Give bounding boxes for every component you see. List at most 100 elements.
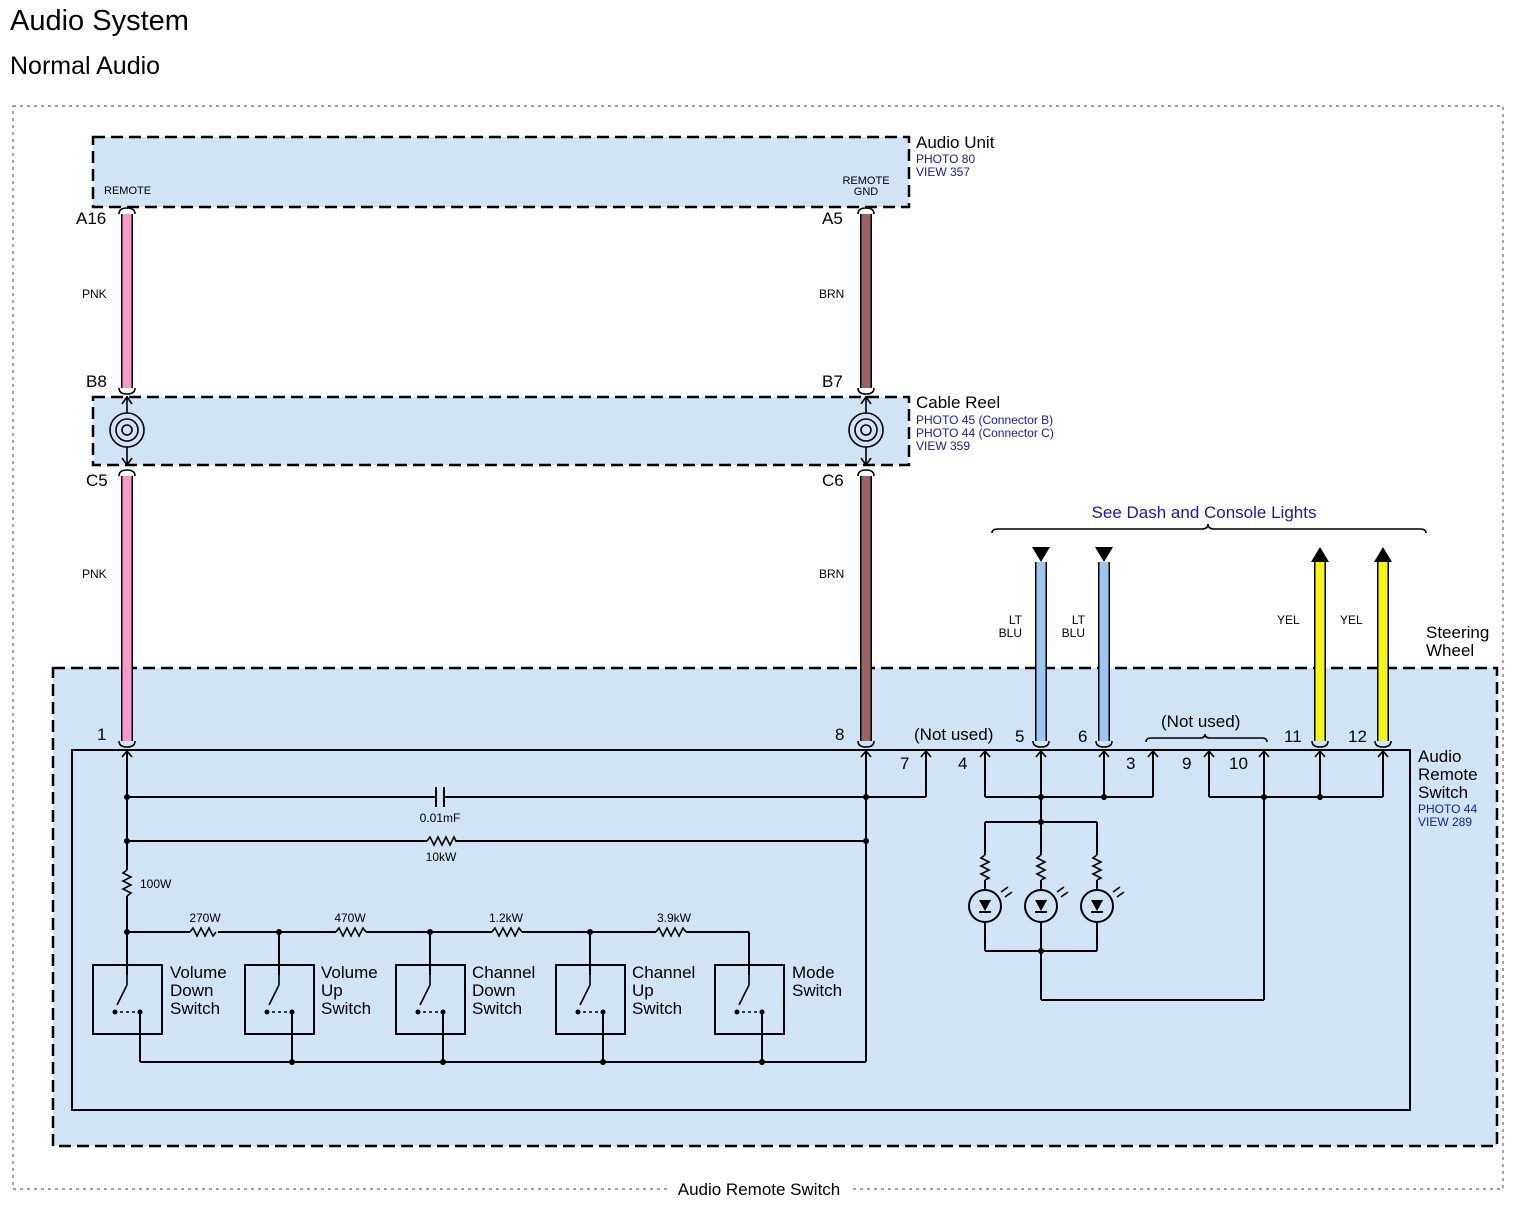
resistor-3-9k: [655, 926, 687, 938]
switch-volume-up-label-3: Switch: [321, 999, 371, 1018]
cable-reel-ref-c: PHOTO 44 (Connector C): [916, 426, 1054, 440]
pin-5: 5: [1015, 727, 1024, 746]
pin-6: 6: [1078, 727, 1087, 746]
internal-circuit: [126, 751, 1384, 1063]
cable-reel-ref-view: VIEW 359: [916, 439, 970, 453]
see-dash-bracket: [991, 523, 1427, 534]
connector-c5: C5: [86, 471, 108, 490]
switch-channel-down-label-1: Channel: [472, 963, 535, 982]
arrow-up-yel-12: [1374, 547, 1392, 562]
connector-a16: A16: [76, 209, 106, 228]
connector-caps: [118, 207, 1392, 748]
cable-reel-spiral-left: [109, 395, 145, 467]
switch-volume-down: [92, 964, 163, 1035]
connector-c6: C6: [822, 471, 844, 490]
audio-unit-pin-label-remote-gnd-1: REMOTE: [842, 175, 889, 187]
connector-a5: A5: [822, 209, 843, 228]
audio-unit-pin-label-remote: REMOTE: [104, 185, 151, 197]
audio-remote-switch-ref-photo: PHOTO 44: [1418, 802, 1477, 816]
cable-reel-ref-b: PHOTO 45 (Connector B): [916, 413, 1053, 427]
arrow-down-ltblu-6: [1095, 547, 1113, 562]
cable-reel-name: Cable Reel: [916, 393, 1000, 412]
audio-remote-switch-ref-view: VIEW 289: [1418, 815, 1472, 829]
resistor-1-2k: [491, 926, 523, 938]
resistor-270: [189, 926, 217, 938]
junction-dots: [124, 794, 1323, 1065]
switch-volume-down-label-3: Switch: [170, 999, 220, 1018]
resistor-270-value: 270W: [189, 911, 221, 925]
wire-label-brn-upper: BRN: [819, 287, 844, 301]
resistor-10k-value: 10kW: [426, 850, 457, 864]
audio-remote-switch-label-1: Audio: [1418, 747, 1461, 766]
led-resistor-1: [979, 854, 991, 881]
switch-volume-up-label-1: Volume: [321, 963, 378, 982]
audio-remote-switch-label-2: Remote: [1418, 765, 1478, 784]
switch-mode-label-2: Switch: [792, 981, 842, 1000]
wire-label-ltblu-5-a: LT: [1009, 613, 1023, 627]
connector-b8: B8: [86, 372, 107, 391]
audio-unit-box: [91, 135, 911, 209]
audio-unit-pin-label-remote-gnd-2: GND: [854, 186, 879, 198]
switch-mode-label-1: Mode: [792, 963, 835, 982]
page-subtitle: Normal Audio: [10, 52, 160, 80]
wire-label-ltblu-5-b: BLU: [999, 626, 1022, 640]
arrow-up-yel-11: [1311, 547, 1329, 562]
pin-not-used-1: (Not used): [914, 725, 993, 744]
switch-volume-down-label-1: Volume: [170, 963, 227, 982]
pin-3: 3: [1126, 754, 1135, 773]
led-2: [1024, 886, 1069, 923]
switch-mode: [714, 964, 785, 1035]
not-used-bracket: [1145, 733, 1268, 743]
pin-12: 12: [1348, 727, 1367, 746]
wire-label-pnk-upper: PNK: [82, 287, 107, 301]
capacitor-value: 0.01mF: [420, 811, 461, 825]
cable-reel-spiral-right: [848, 395, 884, 467]
resistor-1-2k-value: 1.2kW: [489, 911, 524, 925]
resistor-10k: [426, 835, 457, 847]
audio-unit-ref-view: VIEW 357: [916, 165, 970, 179]
footer-label: Audio Remote Switch: [678, 1180, 841, 1199]
audio-remote-switch-box: [71, 749, 1411, 1111]
pin-4: 4: [958, 754, 967, 773]
resistor-470-value: 470W: [334, 911, 366, 925]
switch-channel-down-label-2: Down: [472, 981, 515, 1000]
switch-volume-down-label-2: Down: [170, 981, 213, 1000]
wire-label-yel-11: YEL: [1277, 613, 1300, 627]
footer-label-bg: [668, 1176, 850, 1200]
switch-channel-down: [395, 964, 466, 1035]
pin-1: 1: [97, 725, 106, 744]
pin-not-used-2: (Not used): [1161, 712, 1240, 731]
led-resistor-2: [1035, 854, 1047, 881]
pin-8: 8: [835, 725, 844, 744]
wire-label-pnk-lower: PNK: [82, 567, 107, 581]
wire-label-brn-lower: BRN: [819, 567, 844, 581]
pin-9: 9: [1182, 754, 1191, 773]
wire-label-ltblu-6-a: LT: [1072, 613, 1086, 627]
switch-volume-up: [244, 964, 315, 1035]
resistor-100: [121, 869, 133, 897]
led-3: [1080, 886, 1125, 923]
resistor-3-9k-value: 3.9kW: [657, 911, 692, 925]
page-title: Audio System: [10, 5, 189, 37]
resistor-100-value: 100W: [140, 877, 172, 891]
audio-remote-switch-label-3: Switch: [1418, 783, 1468, 802]
see-dash-label: See Dash and Console Lights: [1092, 503, 1317, 522]
steering-wheel-label-1: Steering: [1426, 623, 1489, 642]
wire-label-yel-12: YEL: [1340, 613, 1363, 627]
steering-wheel-box: [51, 666, 1499, 1148]
led-resistor-3: [1091, 854, 1103, 881]
cable-reel-box: [91, 395, 911, 467]
pin-11: 11: [1284, 727, 1302, 746]
audio-unit-name: Audio Unit: [916, 133, 995, 152]
switch-channel-up-label-3: Switch: [632, 999, 682, 1018]
arrow-down-ltblu-5: [1032, 547, 1050, 562]
switch-channel-up: [555, 964, 626, 1035]
switch-channel-up-label-1: Channel: [632, 963, 695, 982]
resistor-470: [335, 926, 367, 938]
audio-unit-ref-photo: PHOTO 80: [916, 152, 975, 166]
switch-channel-up-label-2: Up: [632, 981, 654, 1000]
wire-label-ltblu-6-b: BLU: [1062, 626, 1085, 640]
led-1: [968, 886, 1013, 923]
connector-b7: B7: [822, 372, 843, 391]
